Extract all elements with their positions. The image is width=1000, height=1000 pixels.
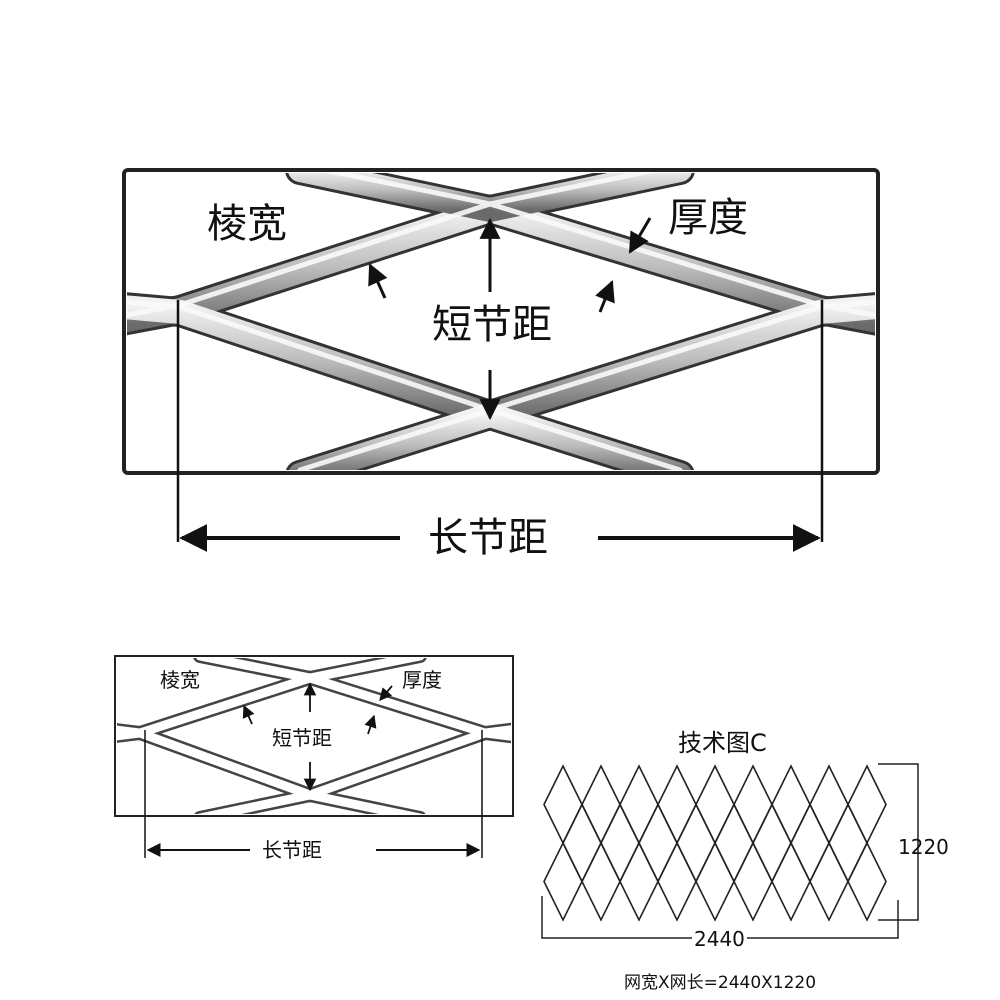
- mesh-diamond: [809, 841, 849, 922]
- mesh-diamond: [600, 802, 640, 884]
- width-dimension-label: 2440: [692, 927, 747, 951]
- mesh-diamond: [847, 841, 887, 922]
- mesh-diamond: [543, 841, 583, 922]
- large-mesh-panel: [122, 168, 880, 552]
- mesh-diamond: [543, 764, 583, 845]
- mesh-diamond: [619, 764, 659, 845]
- mesh-diamond: [638, 802, 678, 884]
- small-short-pitch-label: 短节距: [272, 726, 332, 750]
- mesh-diamond: [771, 841, 811, 922]
- mesh-diamond: [695, 841, 735, 922]
- small-thickness-arrow: [379, 685, 393, 701]
- large-frame: [122, 168, 880, 475]
- mesh-diamond: [657, 841, 697, 922]
- diamond-grid: [543, 764, 887, 922]
- mesh-diamond: [562, 802, 602, 884]
- large-thickness-label: 厚度: [668, 195, 748, 241]
- mesh-diamond: [809, 764, 849, 845]
- mesh-diamond: [657, 764, 697, 845]
- mesh-diamond: [695, 764, 735, 845]
- mesh-diamond: [714, 802, 754, 884]
- small-thickness-label: 厚度: [402, 668, 442, 692]
- mesh-diamond: [676, 802, 716, 884]
- tech-drawing-footer: 网宽X网长=2440X1220: [624, 973, 817, 993]
- tech-drawing-c: [541, 763, 919, 939]
- small-long-pitch-label: 长节距: [262, 838, 322, 862]
- strand-width-arrow: [368, 263, 388, 299]
- small-strands: [117, 658, 511, 814]
- small-thickness-arrow-lower: [364, 714, 377, 735]
- small-strand-width-label: 棱宽: [160, 668, 200, 692]
- large-short-pitch-label: 短节距: [432, 302, 552, 348]
- mesh-diamond: [771, 764, 811, 845]
- tech-drawing-title: 技术图C: [678, 729, 767, 757]
- mesh-diamond: [619, 841, 659, 922]
- height-dimension-label: 1220: [898, 835, 949, 859]
- mesh-diamond: [733, 764, 773, 845]
- mesh-diamond: [847, 764, 887, 845]
- mesh-diamond: [581, 764, 621, 845]
- mesh-diamond: [581, 841, 621, 922]
- mesh-diamond: [828, 802, 868, 884]
- thickness-arrow-lower: [595, 280, 615, 313]
- small-mesh-panel: [114, 655, 514, 858]
- small-strand-width-arrow: [242, 704, 255, 725]
- large-strand-width-label: 棱宽: [207, 201, 287, 247]
- thickness-arrow: [628, 217, 652, 254]
- mesh-diamond: [752, 802, 792, 884]
- mesh-diamond: [790, 802, 830, 884]
- mesh-diamond: [733, 841, 773, 922]
- large-long-pitch-label: 长节距: [428, 515, 548, 561]
